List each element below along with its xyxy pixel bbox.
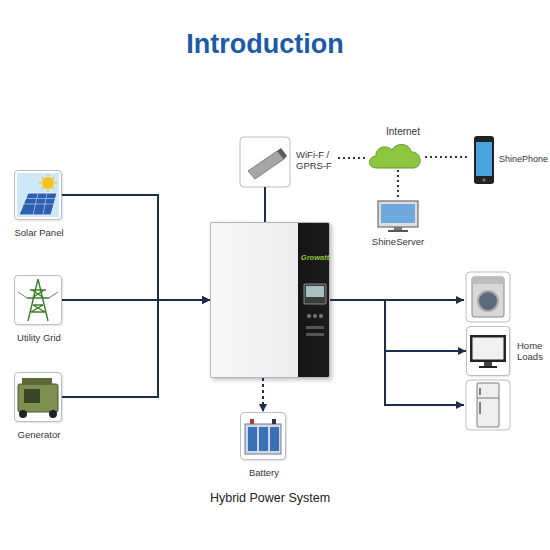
source-icon: Utility Grid (14, 275, 62, 325)
source-icon: Generator (14, 372, 62, 422)
icon-frame (466, 272, 510, 322)
generator-wheel (49, 410, 57, 418)
node-label: Generator (0, 429, 79, 440)
fridge-body (477, 383, 499, 427)
node-label: Battery (224, 467, 304, 478)
power-line (62, 300, 210, 397)
tv-stand (484, 362, 492, 366)
washer-body (472, 277, 504, 317)
data-link (262, 378, 264, 412)
generator-tank (22, 378, 52, 385)
phone-button (482, 178, 485, 181)
node-label: Home Loads (517, 340, 549, 363)
sky (17, 173, 59, 217)
inverter-unit: Growatt (210, 222, 330, 378)
battery-cell (270, 427, 279, 451)
sun-rays (39, 174, 57, 192)
tv-screen (473, 338, 504, 360)
monitor-body (378, 201, 418, 227)
sun (42, 177, 54, 189)
power-line (62, 195, 210, 300)
fridge-handle (479, 388, 481, 395)
battery-cell (248, 427, 257, 451)
generator-wheel (19, 410, 27, 418)
power-pylon (27, 279, 49, 321)
data-link (338, 157, 365, 159)
inverter-button (313, 314, 317, 318)
washer-panel (472, 277, 504, 284)
node-label: Utility Grid (0, 332, 79, 343)
power-line (330, 300, 466, 351)
battery-terminal (272, 419, 276, 424)
tv-base (479, 366, 497, 368)
monitor-screen (381, 204, 415, 223)
tv-frame (470, 335, 506, 362)
phone-screen (476, 142, 492, 176)
inverter-button (319, 314, 323, 318)
battery-icon: Battery (240, 412, 286, 460)
wifi-stick (248, 151, 284, 179)
power-wire (18, 292, 58, 298)
panel-grid (24, 193, 56, 215)
data-link (425, 156, 470, 158)
icon-frame (466, 380, 510, 430)
node-label: Internet (373, 126, 433, 138)
inverter-lcd (306, 286, 324, 297)
inverter-button (307, 314, 311, 318)
cloud-outline (365, 140, 425, 170)
generator-engine (24, 389, 40, 403)
module-icon: WiFi-F / GPRS-F (240, 137, 338, 187)
fridge-handle (479, 402, 481, 414)
monitor-stand (394, 227, 402, 230)
battery-cell (259, 427, 268, 451)
cloud-node: Internet (365, 140, 425, 170)
load-wire (385, 300, 464, 405)
solar-panel-surface (19, 193, 57, 215)
brand-logo: Growatt (300, 253, 330, 262)
battery-terminal (250, 419, 254, 424)
node-label: ShinePhone (499, 154, 549, 165)
cloud-shape (369, 145, 420, 168)
load-wire (330, 299, 464, 301)
icon-frame (240, 137, 290, 187)
source-icon: Solar Panel (14, 170, 62, 220)
battery-rack (245, 424, 281, 454)
node-label: WiFi-F / GPRS-F (296, 149, 338, 172)
wifi-stick-plug (277, 148, 287, 159)
node-label: ShineServer (358, 236, 438, 247)
washer-door (478, 291, 498, 311)
node-label: Solar Panel (0, 227, 79, 238)
page-title: Introduction (0, 29, 530, 60)
monitor-base (388, 230, 408, 232)
phone-body (474, 136, 494, 184)
data-link (397, 170, 399, 200)
server-node: ShineServer (376, 200, 420, 232)
power-line (62, 299, 210, 301)
generator-body (18, 384, 58, 412)
load-icon: Home Loads (466, 326, 510, 376)
inverter-display (304, 284, 326, 304)
power-line (264, 187, 266, 222)
phone-node: ShinePhone (470, 136, 548, 184)
diagram-caption: Hybrid Power System (0, 491, 540, 505)
fridge-split (477, 398, 499, 399)
inverter-indicator (306, 326, 324, 329)
inverter-indicator (306, 333, 324, 336)
